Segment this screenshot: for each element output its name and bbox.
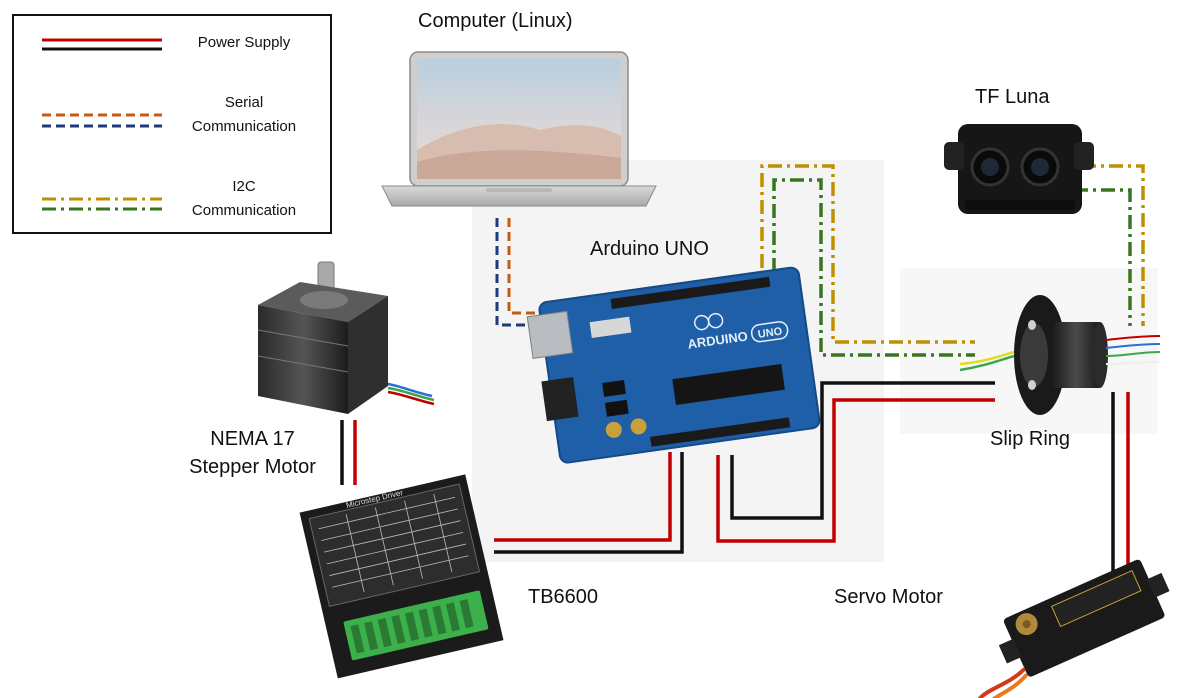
power-wire-black-servo [730,381,995,520]
power-wires-slip-ring [716,381,995,543]
i2c-wire-gold [760,164,975,344]
power-wire-black-driver [494,452,684,554]
arduino-board-uno-badge: UNO [757,325,783,340]
legend-i2c-label-line2: Communication [191,202,297,219]
tb6600-label: TB6600 [528,586,599,608]
arduino-uno-board-icon: ARDUINO UNO [526,266,821,464]
power-wire-red-driver [494,452,672,542]
serial-wire-orange [507,218,538,315]
servo-motor-label: Servo Motor [834,586,943,608]
nema17-label-line1: NEMA 17 [210,428,295,450]
nema17-stepper-motor-icon [257,261,435,414]
slip-ring-icon [959,295,1161,415]
legend-i2c-label-line1: I2C [232,178,256,195]
i2c-wires [760,164,1145,357]
serial-wires [495,218,538,327]
tf-luna-sensor-icon [944,124,1094,214]
servo-motor-icon [973,559,1170,698]
arduino-label: Arduino UNO [590,238,709,260]
laptop-icon [381,51,657,207]
serial-wire-blue [495,218,538,327]
legend-serial-label-line1: Serial [224,94,264,111]
legend-power-label: Power Supply [197,34,291,51]
legend-swatches [42,38,162,211]
i2c-wire-green [772,178,975,357]
legend: Power Supply Serial Communication I2C Co… [12,14,332,234]
power-wires-motor [340,420,357,485]
legend-serial-label-line2: Communication [191,118,297,135]
tf-luna-label: TF Luna [975,86,1050,108]
power-wires-servo [1111,392,1130,584]
power-wires-driver [494,452,684,554]
nema17-label-line2: Stepper Motor [189,456,316,478]
i2c-wire-green-right [1074,188,1132,326]
tb6600-driver-icon: Microstep Driver [299,474,504,679]
computer-label: Computer (Linux) [418,10,573,32]
i2c-wire-gold-right [1082,164,1145,326]
slip-ring-label: Slip Ring [990,428,1071,450]
power-wire-red-servo [716,398,995,543]
